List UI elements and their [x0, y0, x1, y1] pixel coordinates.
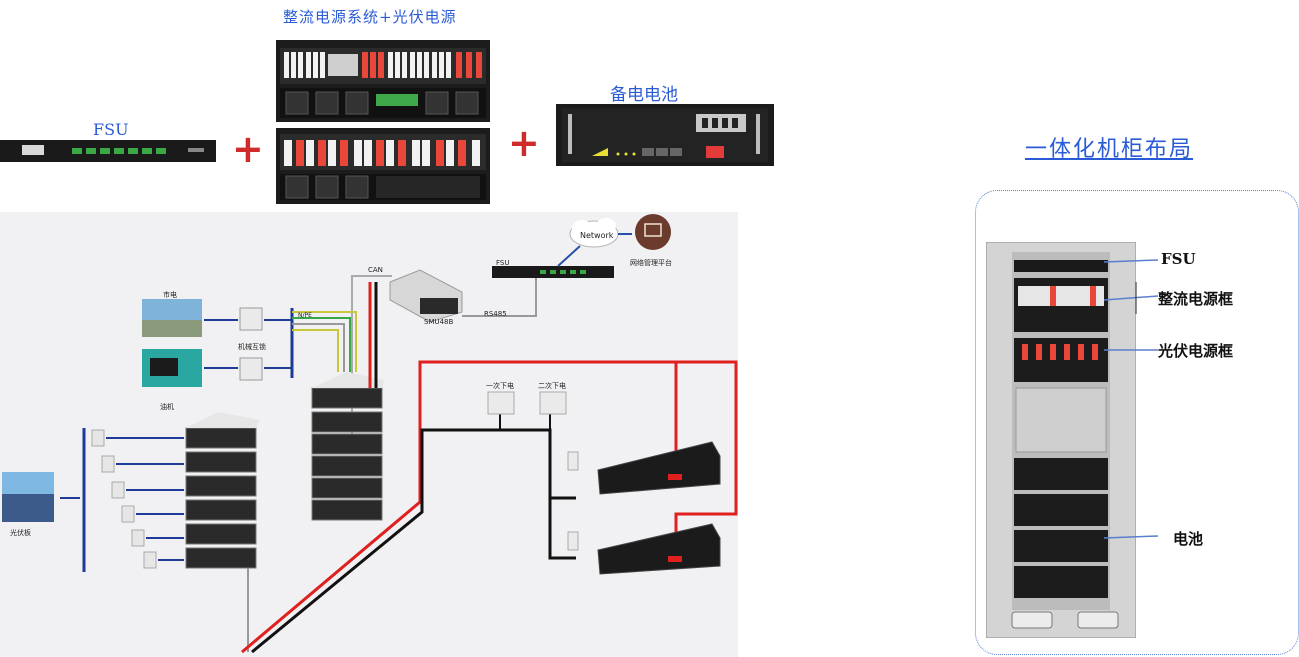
network-cloud	[569, 218, 619, 248]
pv-panel-label: 光伏板	[10, 529, 31, 537]
rectifier-pv-title: 整流电源系统+光伏电源	[283, 8, 457, 26]
rectifier-power-unit	[276, 40, 490, 122]
nms-label: 网络管理平台	[630, 259, 672, 267]
cabinet-battery-label: 电池	[1173, 530, 1204, 548]
fsu-device	[0, 140, 216, 162]
backup-battery-device	[556, 104, 774, 166]
plus-sign-2: +	[508, 121, 540, 165]
secondary-load-label: 二次下电	[538, 382, 566, 390]
interlock-label: 机械互锁	[238, 343, 266, 351]
wiring-graphics	[2, 214, 738, 654]
npe-label: N/PE	[298, 312, 312, 319]
cabinet-fsu-label: FSU	[1161, 250, 1196, 268]
primary-load-label: 一次下电	[486, 382, 514, 390]
smu-label: SMU48B	[424, 318, 454, 326]
can-label: CAN	[368, 266, 383, 274]
diagram-fsu-label: FSU	[496, 259, 510, 267]
rs485-label: RS485	[484, 310, 507, 318]
network-label: Network	[580, 231, 614, 240]
cabinet-rectifier-label: 整流电源框	[1158, 290, 1234, 308]
fsu-title: FSU	[93, 120, 129, 139]
plus-sign-1: +	[232, 127, 264, 171]
cabinet-layout-title: 一体化机柜布局	[1025, 137, 1194, 162]
pv-power-unit	[276, 128, 490, 204]
cabinet-pointer-lines	[1103, 259, 1159, 539]
integrated-cabinet	[986, 242, 1136, 638]
mains-label: 市电	[163, 291, 177, 299]
cabinet-pv-label: 光伏电源框	[1158, 342, 1234, 360]
battery-title: 备电电池	[610, 85, 678, 105]
generator-label: 油机	[160, 403, 174, 411]
